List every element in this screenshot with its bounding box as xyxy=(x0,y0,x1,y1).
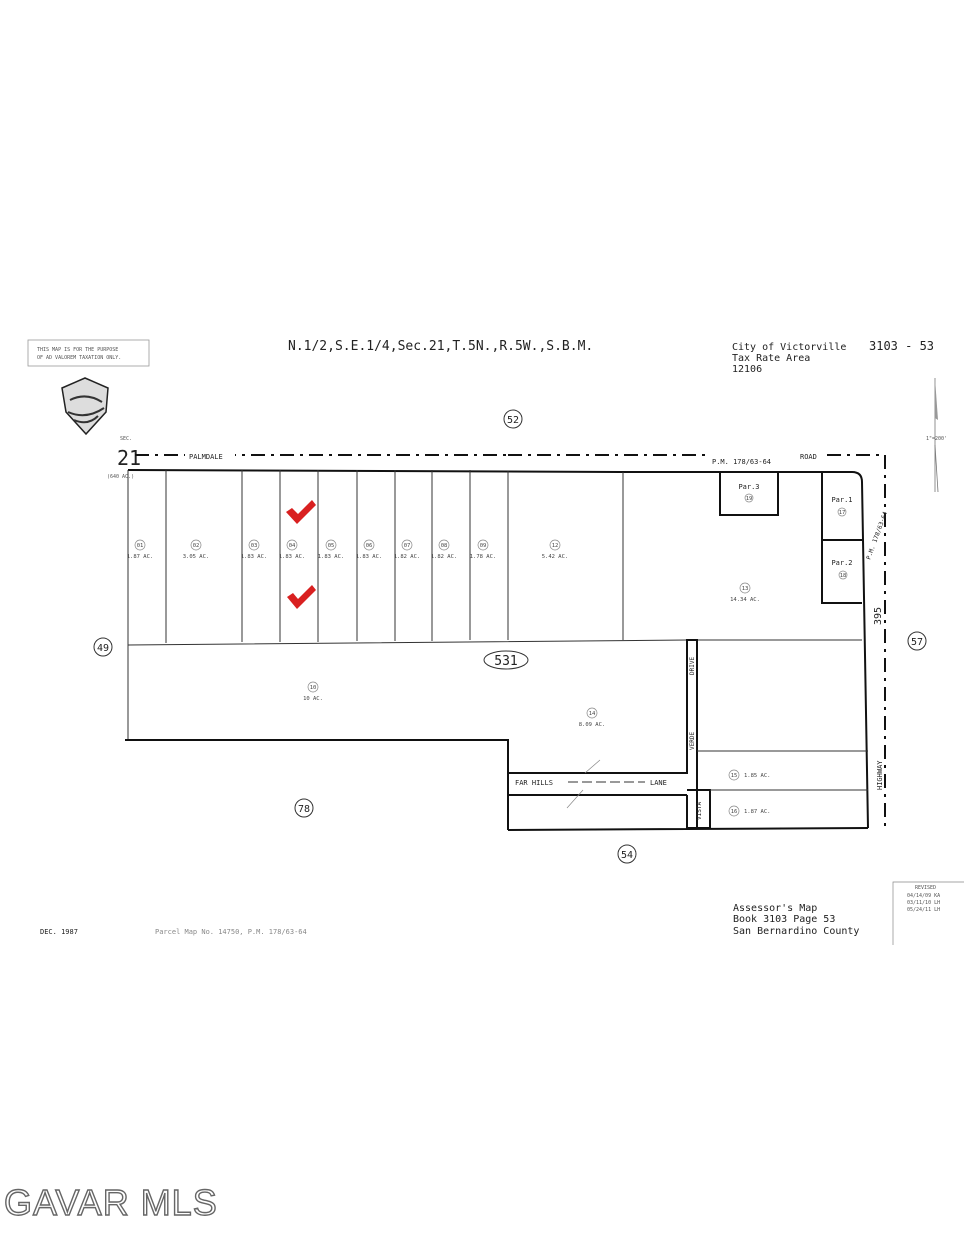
section-label: SEC. xyxy=(120,436,132,442)
parcel-number-circle xyxy=(190,539,202,551)
lane-label: LANE xyxy=(650,779,667,787)
parcel-acreage: 5.42 AC. xyxy=(542,554,569,560)
parcel-acreage: 1.82 AC. xyxy=(394,554,421,560)
revised-title: REVISED xyxy=(915,885,936,891)
parcel-number-circle xyxy=(363,539,375,551)
parcel-number: 02 xyxy=(193,543,200,549)
parcel-number: 15 xyxy=(731,773,738,779)
parcel-acreage: 14.34 AC. xyxy=(730,597,760,603)
section-acreage: (640 AC.) xyxy=(107,474,134,480)
tax-rate-area: 12106 xyxy=(732,364,762,375)
parcel-map-reference: Parcel Map No. 14750, P.M. 178/63-64 xyxy=(155,928,307,936)
highway-label: HIGHWAY xyxy=(876,760,884,790)
parcel-number: 10 xyxy=(310,685,317,691)
map-number: 3103 - 53 xyxy=(869,339,934,353)
parcel-acreage: 1.85 AC. xyxy=(744,773,771,779)
city-name: City of Victorville xyxy=(732,342,846,353)
parcel-number-circle xyxy=(307,681,319,693)
scale-label: 1"=200' xyxy=(926,436,947,442)
parcel-acreage: 1.87 AC. xyxy=(744,809,771,815)
parcel-number: 06 xyxy=(366,543,373,549)
parcel-number: 12 xyxy=(552,543,559,549)
parcel-number-circle xyxy=(728,805,740,817)
map-date: DEC. 1987 xyxy=(40,928,78,936)
par1-number: 17 xyxy=(839,510,846,516)
parcel-number: 13 xyxy=(742,586,749,592)
palmdale-road-line xyxy=(135,449,884,456)
adjacent-page-southwest: 78 xyxy=(298,804,310,815)
tax-rate-area-label: Tax Rate Area xyxy=(732,353,810,364)
vista-label: VISTA xyxy=(696,802,703,820)
parcel-number: 04 xyxy=(289,543,296,549)
palmdale-label: PALMDALE xyxy=(189,453,223,461)
verde-label: VERDE xyxy=(689,732,696,750)
parcel-number-circle xyxy=(728,769,740,781)
disclaimer-text: OF AD VALOREM TAXATION ONLY. xyxy=(37,355,121,361)
assessor-line3: San Bernardino County xyxy=(733,926,859,937)
par1-label: Par.1 xyxy=(831,496,852,504)
par2-label: Par.2 xyxy=(831,559,852,567)
parcel-lines xyxy=(125,469,869,831)
parcel-number: 09 xyxy=(480,543,487,549)
highway-number: 395 xyxy=(873,607,884,625)
road-label: ROAD xyxy=(800,453,817,461)
parcel-number: 03 xyxy=(251,543,258,549)
parcel-acreage: 3.05 AC. xyxy=(183,554,210,560)
parcel-number-circle xyxy=(286,539,298,551)
par2-number: 18 xyxy=(840,573,847,579)
watermark-logo: GAVAR MLS xyxy=(4,1182,218,1223)
disclaimer-box: THIS MAP IS FOR THE PURPOSE OF AD VALORE… xyxy=(27,339,150,367)
section-number: 21 xyxy=(117,446,141,470)
revised-date: 04/14/09 KA xyxy=(907,893,940,899)
revised-date: 05/24/11 LH xyxy=(907,907,940,913)
par3-label: Par.3 xyxy=(738,483,759,491)
parcel-acreage: 1.83 AC. xyxy=(318,554,345,560)
parcel-labels: 01 1.87 AC. 02 3.05 AC. 03 1.83 AC. 04 1.83 AC.… xyxy=(127,539,771,817)
parcel-acreage: 1.83 AC. xyxy=(279,554,306,560)
parcel-acreage: 1.83 AC. xyxy=(356,554,383,560)
parcel-acreage: 1.83 AC. xyxy=(241,554,268,560)
far-hills-label: FAR HILLS xyxy=(515,779,553,787)
parcel-acreage: 1.78 AC. xyxy=(470,554,497,560)
parcel-number-circle xyxy=(325,539,337,551)
parcel-number: 16 xyxy=(731,809,738,815)
parcel-number: 14 xyxy=(589,711,596,717)
parcel-number-circle xyxy=(586,707,598,719)
adjacent-page-south: 54 xyxy=(621,850,633,861)
parcel-number-circle xyxy=(401,539,413,551)
parcel-acreage: 1.87 AC. xyxy=(127,554,154,560)
parcel-number-circle xyxy=(739,582,751,594)
road-pm-label: P.M. 178/63-64 xyxy=(712,458,771,466)
parcel-number: 05 xyxy=(328,543,335,549)
parcel-number: 08 xyxy=(441,543,448,549)
assessor-line2: Book 3103 Page 53 xyxy=(733,914,835,925)
county-seal-icon xyxy=(61,377,109,436)
drive-label: DRIVE xyxy=(689,657,696,675)
parcel-number-circle xyxy=(549,539,561,551)
adjacent-page-north: 52 xyxy=(507,415,519,426)
revision-box xyxy=(892,881,964,945)
parcel-number: 07 xyxy=(404,543,411,549)
legal-description: N.1/2,S.E.1/4,Sec.21,T.5N.,R.5W.,S.B.M. xyxy=(288,339,593,354)
parcel-acreage: 8.09 AC. xyxy=(579,722,606,728)
parcel-acreage: 1.82 AC. xyxy=(431,554,458,560)
par3-number: 19 xyxy=(746,496,753,502)
parcel-number-circle xyxy=(438,539,450,551)
parcel-number-circle xyxy=(477,539,489,551)
parcel-number-circle xyxy=(248,539,260,551)
parcel-acreage: 10 AC. xyxy=(303,696,323,702)
north-arrow-icon xyxy=(934,378,939,493)
adjacent-page-east: 57 xyxy=(911,637,923,648)
adjacent-page-west: 49 xyxy=(97,643,109,654)
disclaimer-text: THIS MAP IS FOR THE PURPOSE xyxy=(37,347,118,353)
checkmark-icon xyxy=(286,500,316,524)
parcel-number-circle xyxy=(134,539,146,551)
block-number: 531 xyxy=(494,654,517,669)
checkmark-icon xyxy=(287,585,316,609)
assessor-line1: Assessor's Map xyxy=(733,903,817,914)
parcel-number: 01 xyxy=(137,543,144,549)
revised-date: 03/11/10 LH xyxy=(907,900,940,906)
